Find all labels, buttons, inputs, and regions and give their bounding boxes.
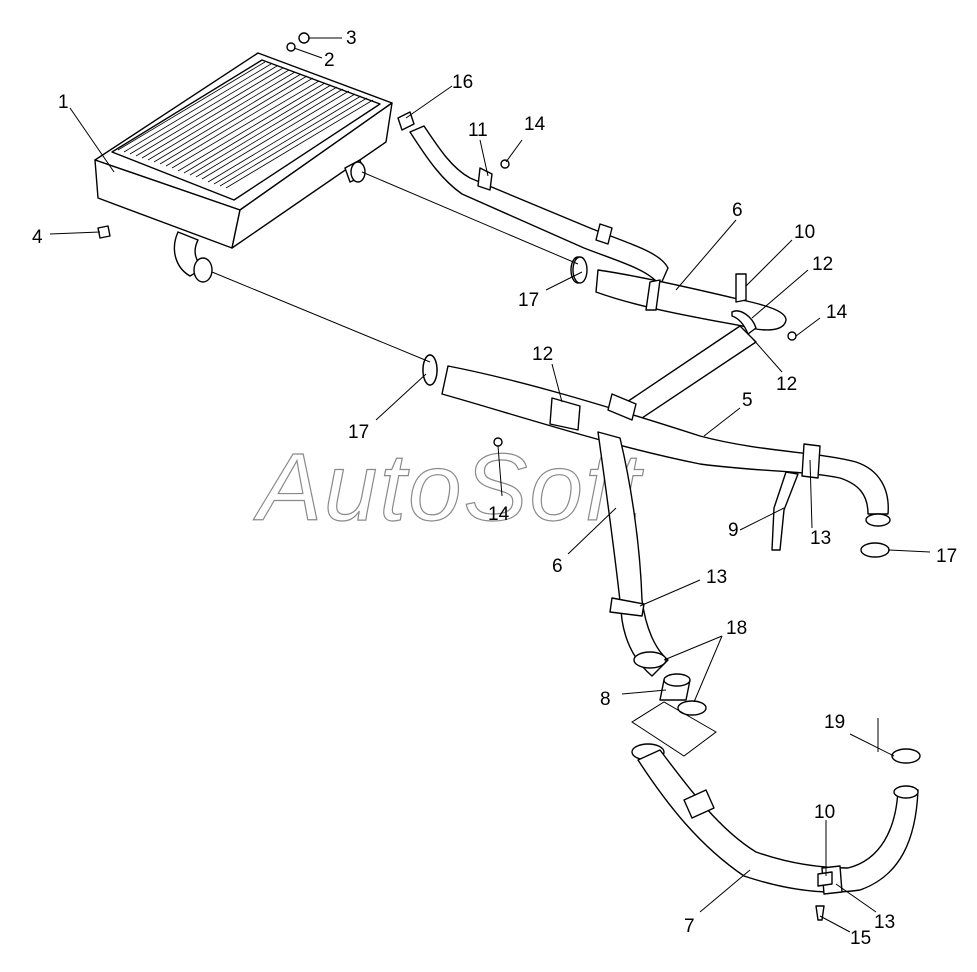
callout-12-upper: 12	[812, 254, 833, 275]
clamp-17-left	[422, 354, 438, 386]
bracket-10	[735, 273, 747, 303]
callout-14-top: 14	[524, 114, 546, 135]
callout-6-lower: 6	[552, 556, 563, 577]
callout-15: 15	[850, 928, 871, 949]
clamp-13-right	[801, 443, 821, 479]
callout-1: 1	[58, 92, 69, 113]
clamp-17-right	[860, 542, 890, 558]
callout-14-right: 14	[826, 302, 848, 323]
coupling-8	[633, 651, 707, 716]
nut-14-mid	[493, 437, 503, 447]
clamp-12-left	[549, 397, 581, 431]
callout-13-right: 13	[810, 528, 831, 549]
down-pipe-6	[597, 431, 669, 677]
callout-14-mid: 14	[488, 504, 510, 525]
callout-13-mid: 13	[706, 567, 727, 588]
charge-air-cooler	[94, 52, 393, 283]
callout-11: 11	[468, 120, 488, 141]
callout-17-left: 17	[348, 422, 369, 443]
callout-13-lower: 13	[874, 912, 895, 933]
callout-8: 8	[600, 689, 611, 710]
callout-6-upper: 6	[732, 200, 743, 221]
crossover-pipe-5	[422, 354, 891, 527]
callouts: 3 2 1 4 16 11 14 6 10 12 14 12 17 17 12 …	[32, 28, 957, 949]
callout-18: 18	[726, 618, 747, 639]
callout-16: 16	[452, 72, 473, 93]
callout-4: 4	[32, 227, 43, 248]
callout-17-upper: 17	[518, 290, 539, 311]
callout-7: 7	[684, 916, 695, 937]
clamp-19	[891, 748, 921, 764]
upper-hose-pipe	[397, 111, 669, 287]
callout-12-left: 12	[532, 344, 553, 365]
callout-9: 9	[728, 520, 739, 541]
nut-14-top	[500, 159, 510, 169]
bolt-15	[815, 905, 825, 921]
clamp-13-mid	[609, 597, 645, 617]
bracket-10-lower	[817, 871, 833, 887]
clamp-11	[477, 167, 493, 191]
callout-5: 5	[742, 390, 753, 411]
callout-3: 3	[346, 28, 357, 49]
nut-14-right	[787, 331, 797, 341]
callout-2: 2	[324, 50, 335, 71]
lower-pipe-7	[631, 743, 921, 921]
plug-16	[397, 111, 415, 131]
seal-sheet	[631, 701, 717, 757]
callout-10-upper: 10	[794, 222, 815, 243]
bracket-9	[771, 471, 799, 551]
callout-10-lower: 10	[814, 802, 835, 823]
watermark: AutoSoft	[253, 434, 644, 541]
leader-lines	[49, 37, 931, 933]
bolt-4	[97, 225, 111, 239]
callout-19: 19	[824, 712, 845, 733]
clamp-17-upper	[572, 256, 588, 284]
bolt-3	[298, 32, 310, 44]
callout-17-right: 17	[936, 546, 957, 567]
washer-2	[286, 42, 296, 52]
callout-12-lower: 12	[776, 374, 797, 395]
